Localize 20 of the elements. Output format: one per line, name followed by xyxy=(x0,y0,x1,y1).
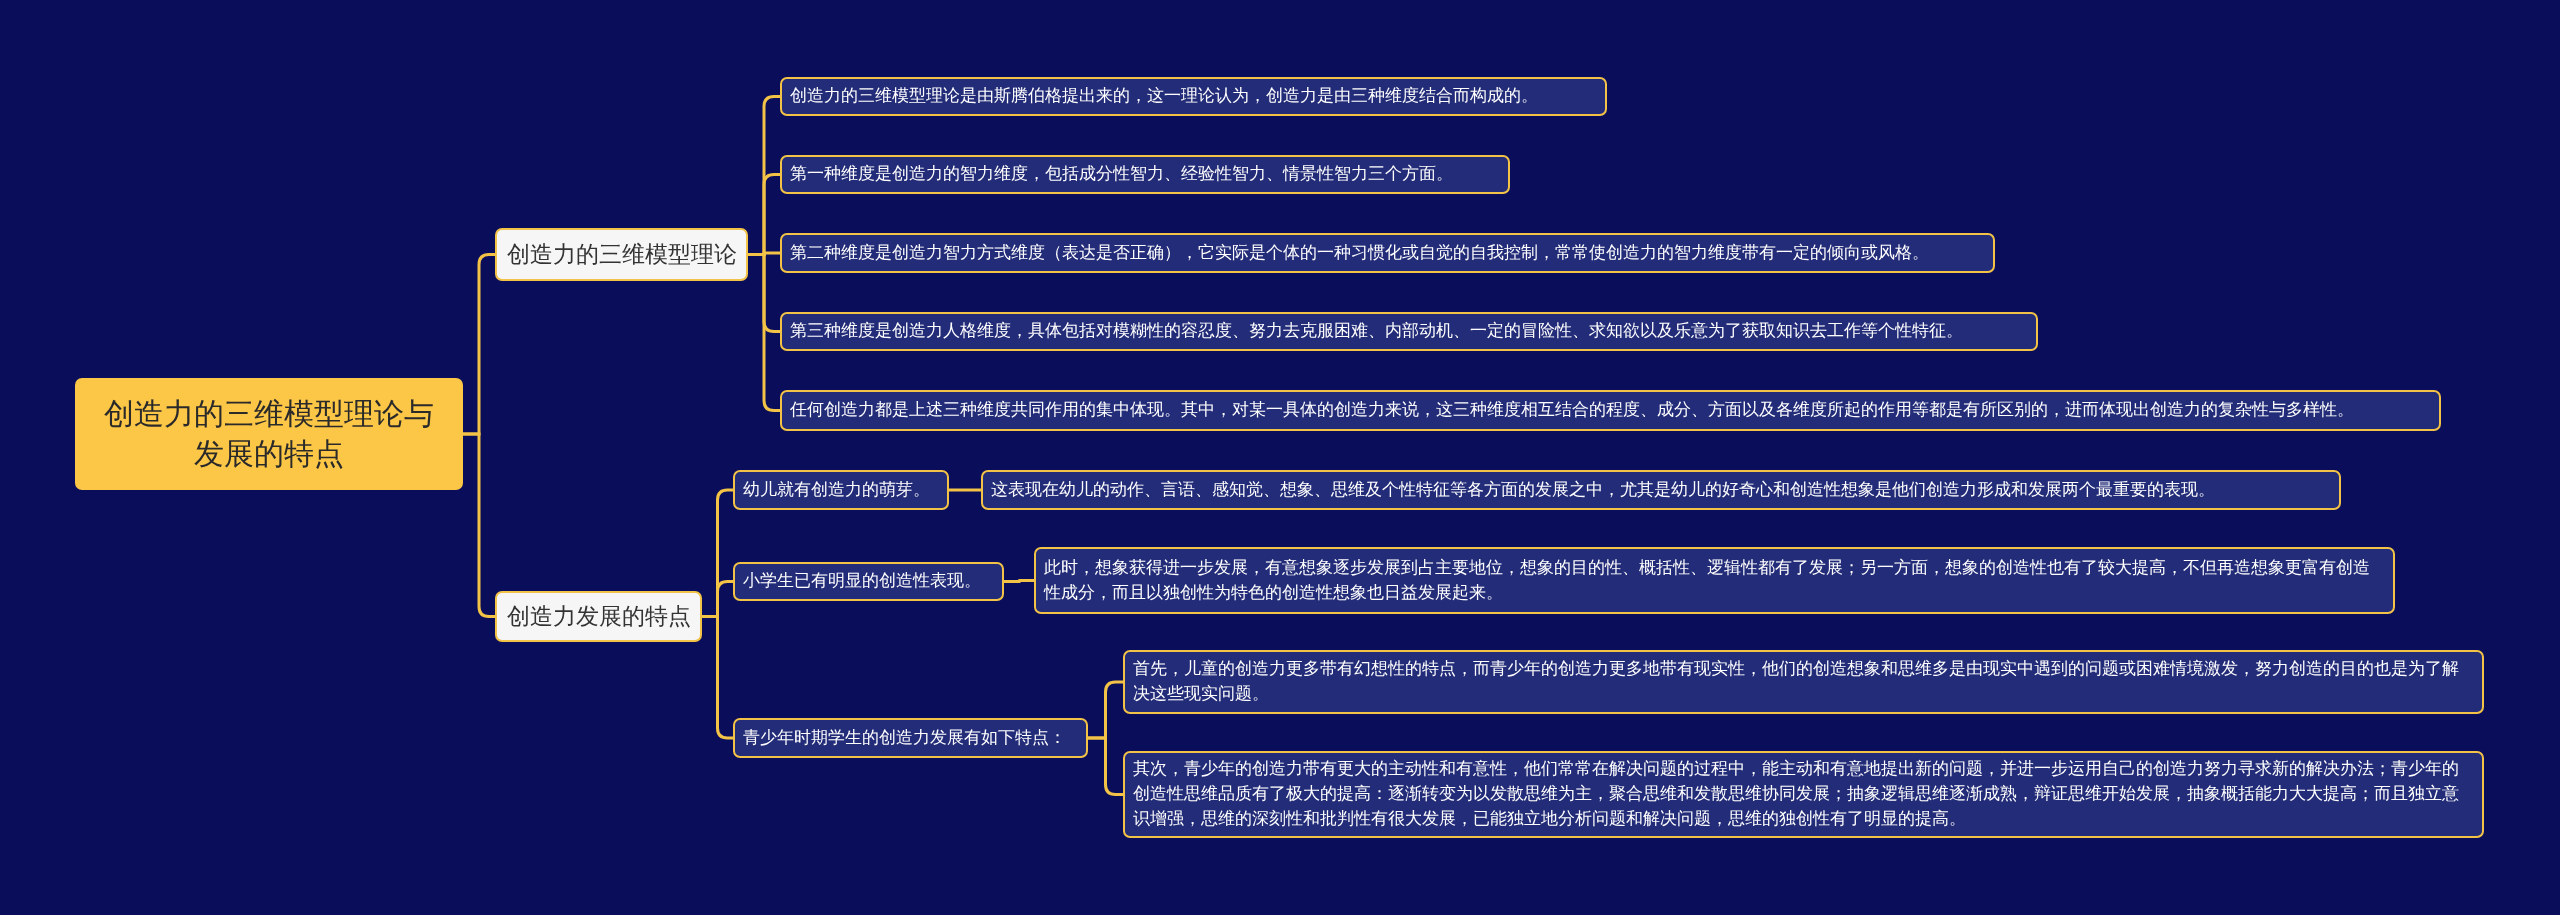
subtopic-box: 这表现在幼儿的动作、言语、感知觉、想象、思维及个性特征等各方面的发展之中，尤其是幼儿的好奇心和创造性想象是他们创造力形成和发展两个最重要的表现。 xyxy=(981,470,2341,510)
subtopic-box: 其次，青少年的创造力带有更大的主动性和有意性，他们常常在解决问题的过程中，能主动和有意地提出新的问题，并进一步运用自己的创造力努力寻求新的解决办法；青少年的创造性思维品质有了极大的提高：逐渐转变为以发散思维为主，聚合思维和发散思维协同发展；抽象逻辑思维逐渐成熟，辩证思维开始发展，抽象概括能力大大提高；而且独立意识增强，思维的深刻性和批判性有很大发展，已能独立地分析问题和解决问题，思维的独创性有了明显的提高。 xyxy=(1123,751,2484,838)
subtopic-box: 幼儿就有创造力的萌芽。 xyxy=(733,470,949,510)
subtopic-box: 青少年时期学生的创造力发展有如下特点： xyxy=(733,718,1088,758)
connector-line xyxy=(1088,736,1123,796)
subtopic-box: 第三种维度是创造力人格维度，具体包括对模糊性的容忍度、努力去克服困难、内部动机、一定的冒险性、求知欲以及乐意为了获取知识去工作等个性特征。 xyxy=(780,312,2038,351)
subtopic-box: 第二种维度是创造力智力方式维度（表达是否正确），它实际是个体的一种习惯化或自觉的自我控制，常常使创造力的智力维度带有一定的倾向或风格。 xyxy=(780,233,1995,273)
subtopic-box: 任何创造力都是上述三种维度共同作用的集中体现。其中，对某一具体的创造力来说，这三种维度相互结合的程度、成分、方面以及各维度所起的作用等都是有所区别的，进而体现出创造力的复杂性与多样性。 xyxy=(780,390,2441,431)
connector-line xyxy=(463,432,495,618)
root-topic: 创造力的三维模型理论与发展的特点 xyxy=(75,378,463,490)
branch-topic: 创造力发展的特点 xyxy=(495,591,702,642)
connector-line xyxy=(949,488,981,492)
subtopic-box: 创造力的三维模型理论是由斯腾伯格提出来的，这一理论认为，创造力是由三种维度结合而构成的。 xyxy=(780,77,1607,116)
connector-line xyxy=(1004,579,1034,583)
subtopic-box: 此时，想象获得进一步发展，有意想象逐步发展到占主要地位，想象的目的性、概括性、逻辑性都有了发展；另一方面，想象的创造性也有了较大提高，不但再造想象更富有创造性成分，而且以独创性为特色的创造性想象也日益发展起来。 xyxy=(1034,547,2395,614)
subtopic-box: 小学生已有明显的创造性表现。 xyxy=(733,562,1004,601)
subtopic-box: 第一种维度是创造力的智力维度，包括成分性智力、经验性智力、情景性智力三个方面。 xyxy=(780,155,1510,194)
branch-topic: 创造力的三维模型理论 xyxy=(495,228,748,281)
connector-line xyxy=(748,253,780,412)
subtopic-box: 首先，儿童的创造力更多带有幻想性的特点，而青少年的创造力更多地带有现实性，他们的创造想象和思维多是由现实中遇到的问题或困难情境激发，努力创造的目的也是为了解决这些现实问题。 xyxy=(1123,650,2484,714)
